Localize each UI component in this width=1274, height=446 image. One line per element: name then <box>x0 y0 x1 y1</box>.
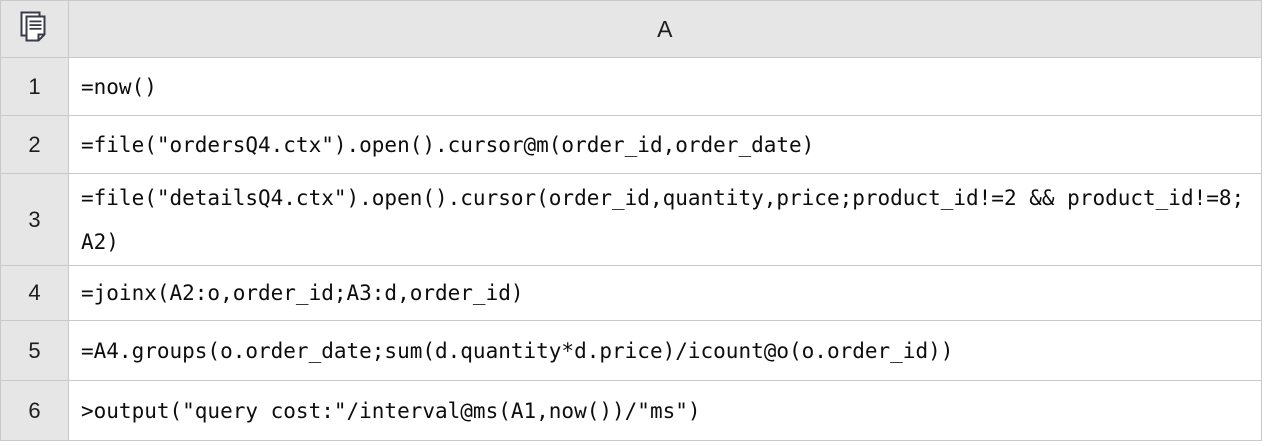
spreadsheet-grid[interactable]: A 1 =now() 2 =file("ordersQ4.ctx").open(… <box>0 0 1262 441</box>
table-row: 3 =file("detailsQ4.ctx").open().cursor(o… <box>1 174 1262 266</box>
cell-a1-text: =now() <box>81 74 157 99</box>
cell-a5[interactable]: =A4.groups(o.order_date;sum(d.quantity*d… <box>69 321 1262 381</box>
cell-a6-text: >output("query cost:"/interval@ms(A1,now… <box>81 398 701 423</box>
select-all-corner-cell[interactable] <box>1 1 69 58</box>
row-number-6[interactable]: 6 <box>1 381 69 441</box>
row-number-5[interactable]: 5 <box>1 321 69 381</box>
cell-a2[interactable]: =file("ordersQ4.ctx").open().cursor@m(or… <box>69 116 1262 174</box>
cell-a3[interactable]: =file("detailsQ4.ctx").open().cursor(ord… <box>69 174 1262 266</box>
row-number-4[interactable]: 4 <box>1 266 69 321</box>
column-header-row: A <box>1 1 1262 58</box>
column-header-a[interactable]: A <box>69 1 1262 58</box>
table-row: 2 =file("ordersQ4.ctx").open().cursor@m(… <box>1 116 1262 174</box>
row-number-2[interactable]: 2 <box>1 116 69 174</box>
cell-a4-text: =joinx(A2:o,order_id;A3:d,order_id) <box>81 281 524 305</box>
cell-a6[interactable]: >output("query cost:"/interval@ms(A1,now… <box>69 381 1262 441</box>
row-number-3[interactable]: 3 <box>1 174 69 266</box>
row-number-1[interactable]: 1 <box>1 58 69 116</box>
table-row: 1 =now() <box>1 58 1262 116</box>
cell-a1[interactable]: =now() <box>69 58 1262 116</box>
cell-a2-text: =file("ordersQ4.ctx").open().cursor@m(or… <box>81 132 815 157</box>
table-row: 6 >output("query cost:"/interval@ms(A1,n… <box>1 381 1262 441</box>
table-row: 5 =A4.groups(o.order_date;sum(d.quantity… <box>1 321 1262 381</box>
table-row: 4 =joinx(A2:o,order_id;A3:d,order_id) <box>1 266 1262 321</box>
cell-a5-text: =A4.groups(o.order_date;sum(d.quantity*d… <box>81 338 954 363</box>
cell-a4[interactable]: =joinx(A2:o,order_id;A3:d,order_id) <box>69 266 1262 321</box>
cell-a3-text: =file("detailsQ4.ctx").open().cursor(ord… <box>81 185 1245 254</box>
document-stack-icon <box>20 11 50 47</box>
